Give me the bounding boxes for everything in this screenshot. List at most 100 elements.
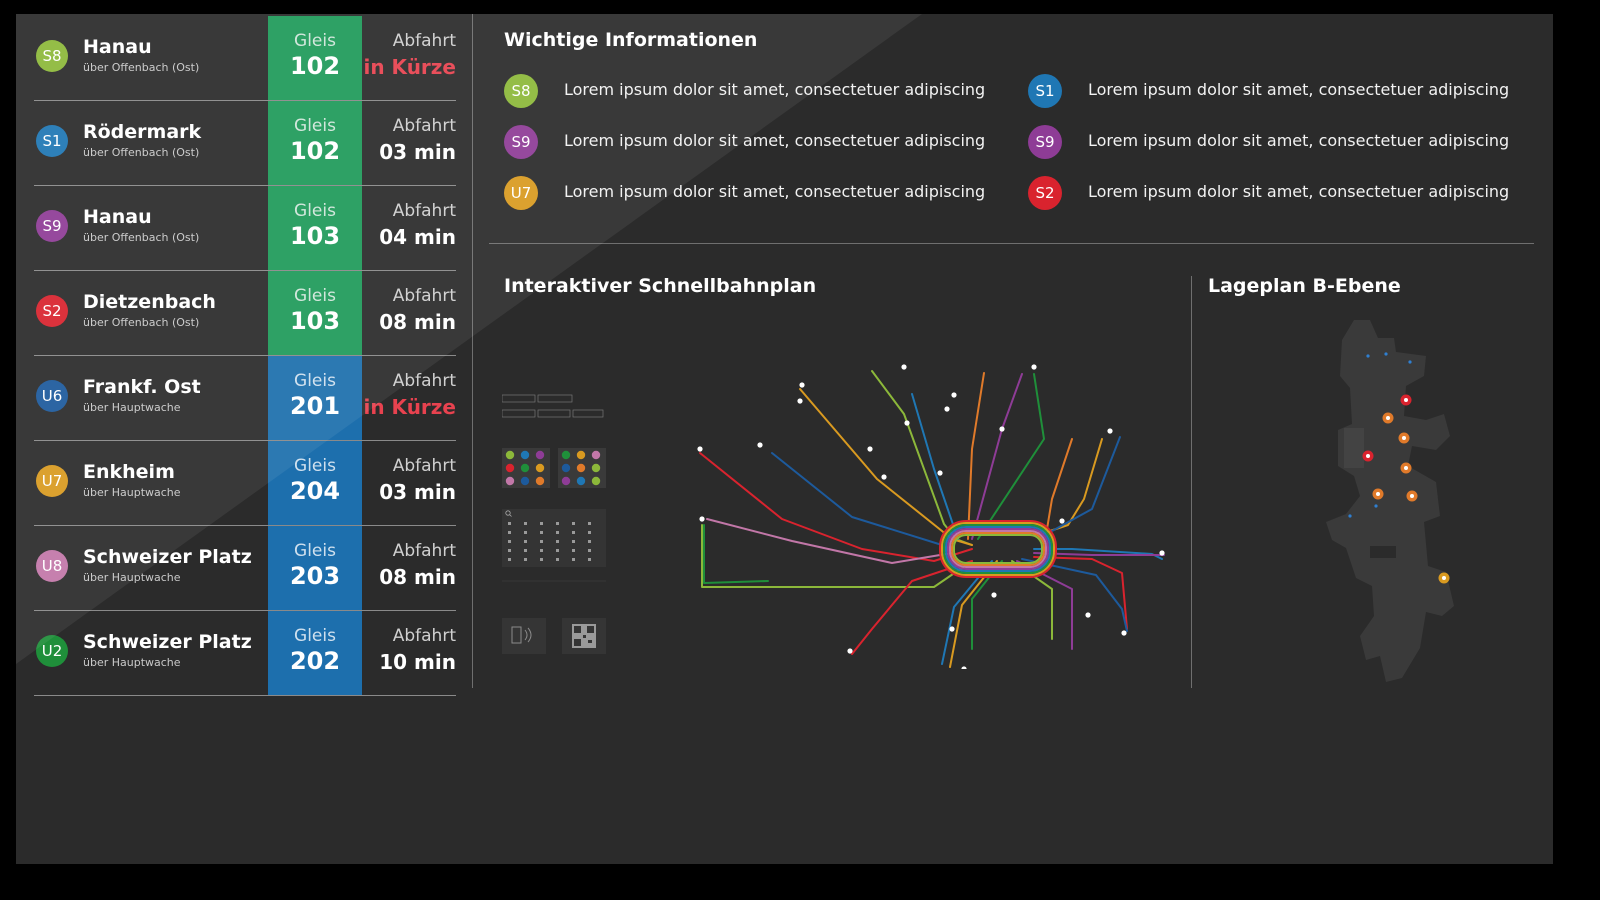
via: über Offenbach (Ost) [83, 146, 200, 159]
info-text: Lorem ipsum dolor sit amet, consectetuer… [564, 182, 986, 201]
via: über Hauptwache [83, 656, 181, 669]
map-station[interactable] [1031, 364, 1037, 370]
map-station[interactable] [904, 420, 910, 426]
line-badge: S8 [36, 40, 68, 72]
line-badge: U7 [504, 176, 538, 210]
map-station[interactable] [1159, 550, 1165, 556]
map-station[interactable] [991, 592, 997, 598]
destination: Hanau [83, 206, 152, 228]
departure-time: 10 min [379, 650, 456, 674]
line-badge: S2 [36, 295, 68, 327]
info-divider [489, 243, 1534, 244]
line-badge: U6 [36, 380, 68, 412]
map-station[interactable] [937, 470, 943, 476]
destination: Schweizer Platz [83, 631, 252, 653]
departure-label: Abfahrt [392, 371, 456, 391]
departure-time: in Kürze [363, 55, 456, 79]
map-station[interactable] [881, 474, 887, 480]
line-badge: S9 [1028, 125, 1062, 159]
map-station[interactable] [757, 442, 763, 448]
map-station[interactable] [901, 364, 907, 370]
platform-number: 201 [289, 392, 341, 420]
search-icon[interactable] [505, 510, 512, 517]
floor-plan[interactable] [1316, 316, 1456, 696]
nfc-icon [511, 626, 532, 644]
line-badge: S1 [1028, 74, 1062, 108]
location-pin-icon[interactable] [1400, 394, 1412, 406]
line-badge: S2 [1028, 176, 1062, 210]
destination: Rödermark [83, 121, 202, 143]
via: über Offenbach (Ost) [83, 316, 200, 329]
map-station[interactable] [697, 446, 703, 452]
map-divider [1191, 276, 1192, 688]
shop-icon[interactable] [1372, 488, 1384, 500]
departure-label: Abfahrt [392, 31, 456, 51]
platform-label: Gleis [294, 626, 336, 646]
platform-number: 203 [289, 562, 341, 590]
departure-cell: Abfahrt 10 min [379, 626, 456, 674]
line-badge: S8 [504, 74, 538, 108]
map-station[interactable] [797, 398, 803, 404]
map-station[interactable] [1121, 630, 1127, 636]
qr-code-icon[interactable] [572, 624, 596, 648]
destination: Schweizer Platz [83, 546, 252, 568]
line-badge: U7 [36, 465, 68, 497]
map-station[interactable] [799, 382, 805, 388]
food-icon[interactable] [1438, 572, 1450, 584]
departure-label: Abfahrt [392, 541, 456, 561]
map-station[interactable] [999, 426, 1005, 432]
line-badge: S9 [36, 210, 68, 242]
departure-time: in Kürze [363, 395, 456, 419]
map-station[interactable] [1059, 518, 1065, 524]
map-station[interactable] [1085, 612, 1091, 618]
map-station[interactable] [949, 626, 955, 632]
platform-number: 103 [289, 222, 341, 250]
via: über Hauptwache [83, 401, 181, 414]
map-station[interactable] [951, 392, 957, 398]
info-text: Lorem ipsum dolor sit amet, consectetuer… [1088, 80, 1510, 99]
via: über Hauptwache [83, 571, 181, 584]
schnellbahnplan-title: Interaktiver Schnellbahnplan [504, 275, 817, 297]
platform-label: Gleis [294, 116, 336, 136]
via: über Offenbach (Ost) [83, 61, 200, 74]
map-station[interactable] [867, 446, 873, 452]
shop-icon[interactable] [1406, 490, 1418, 502]
departure-cell: Abfahrt in Kürze [363, 371, 456, 419]
destination: Frankf. Ost [83, 376, 201, 398]
map-station[interactable] [961, 666, 967, 669]
plan-filter-panel[interactable] [502, 324, 622, 664]
departure-time: 04 min [379, 225, 456, 249]
panel-divider [472, 14, 473, 688]
schnellbahn-map[interactable] [672, 349, 1192, 669]
shop-icon[interactable] [1398, 432, 1410, 444]
departure-label: Abfahrt [392, 626, 456, 646]
map-station[interactable] [847, 648, 853, 654]
via: über Offenbach (Ost) [83, 231, 200, 244]
platform-label: Gleis [294, 456, 336, 476]
map-station[interactable] [699, 516, 705, 522]
destination: Hanau [83, 36, 152, 58]
map-station[interactable] [944, 406, 950, 412]
shop-icon[interactable] [1362, 450, 1374, 462]
platform-label: Gleis [294, 286, 336, 306]
location-pin-icon[interactable] [1382, 412, 1394, 424]
map-station[interactable] [1107, 428, 1113, 434]
line-badge: U2 [36, 635, 68, 667]
platform-number: 102 [289, 137, 341, 165]
food-icon[interactable] [1400, 462, 1412, 474]
departure-label: Abfahrt [392, 116, 456, 136]
